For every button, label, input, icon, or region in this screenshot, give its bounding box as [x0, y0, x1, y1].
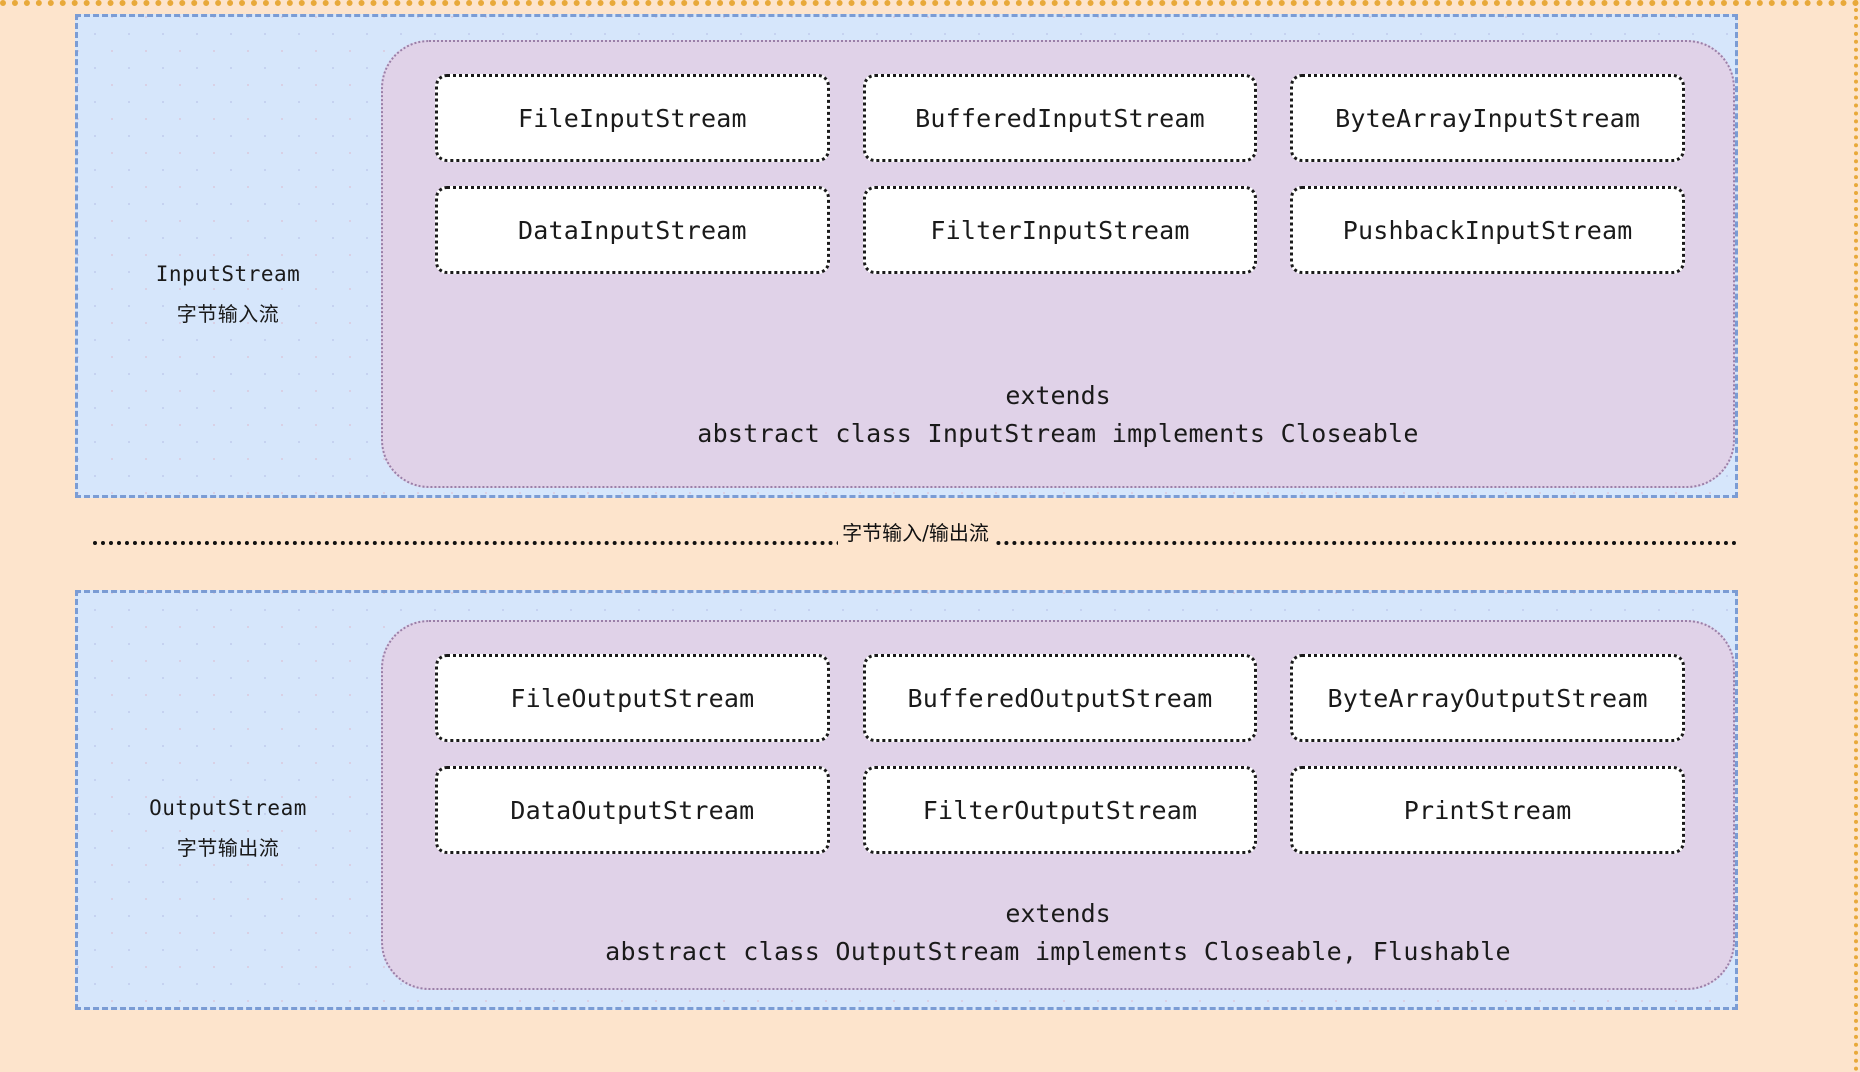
class-box[interactable]: BufferedInputStream: [863, 74, 1258, 162]
extends-label-input: extends: [383, 377, 1733, 416]
class-signature-output: abstract class OutputStream implements C…: [383, 933, 1733, 972]
class-box[interactable]: DataInputStream: [435, 186, 830, 274]
class-box[interactable]: ByteArrayOutputStream: [1290, 654, 1685, 742]
extends-label-output: extends: [383, 895, 1733, 934]
panel-output-footer: extends abstract class OutputStream impl…: [383, 895, 1733, 973]
canvas-top-border: [0, 0, 1860, 6]
section-output-label-en: OutputStream: [149, 796, 307, 820]
panel-output-stream: FileOutputStream BufferedOutputStream By…: [381, 620, 1735, 990]
class-box-grid-input: FileInputStream BufferedInputStream Byte…: [435, 74, 1685, 274]
divider-caption: 字节输入/输出流: [93, 523, 1738, 543]
class-box[interactable]: ByteArrayInputStream: [1290, 74, 1685, 162]
section-input-stream: InputStream 字节输入流 FileInputStream Buffer…: [75, 14, 1738, 498]
class-box[interactable]: FileOutputStream: [435, 654, 830, 742]
section-input-label-en: InputStream: [156, 262, 301, 286]
section-input-label: InputStream 字节输入流: [78, 255, 378, 333]
canvas-right-border: [1854, 0, 1858, 1072]
section-output-label-cn: 字节输出流: [78, 829, 378, 867]
class-box[interactable]: PushbackInputStream: [1290, 186, 1685, 274]
class-box[interactable]: PrintStream: [1290, 766, 1685, 854]
class-box[interactable]: FileInputStream: [435, 74, 830, 162]
panel-input-stream: FileInputStream BufferedInputStream Byte…: [381, 40, 1735, 488]
class-signature-input: abstract class InputStream implements Cl…: [383, 415, 1733, 454]
section-input-label-cn: 字节输入流: [78, 295, 378, 333]
class-box[interactable]: DataOutputStream: [435, 766, 830, 854]
panel-input-footer: extends abstract class InputStream imple…: [383, 377, 1733, 455]
divider-caption-text: 字节输入/输出流: [838, 521, 993, 545]
class-box[interactable]: FilterOutputStream: [863, 766, 1258, 854]
class-box[interactable]: BufferedOutputStream: [863, 654, 1258, 742]
class-box-grid-output: FileOutputStream BufferedOutputStream By…: [435, 654, 1685, 854]
class-box[interactable]: FilterInputStream: [863, 186, 1258, 274]
section-output-stream: OutputStream 字节输出流 FileOutputStream Buff…: [75, 590, 1738, 1010]
section-output-label: OutputStream 字节输出流: [78, 789, 378, 867]
